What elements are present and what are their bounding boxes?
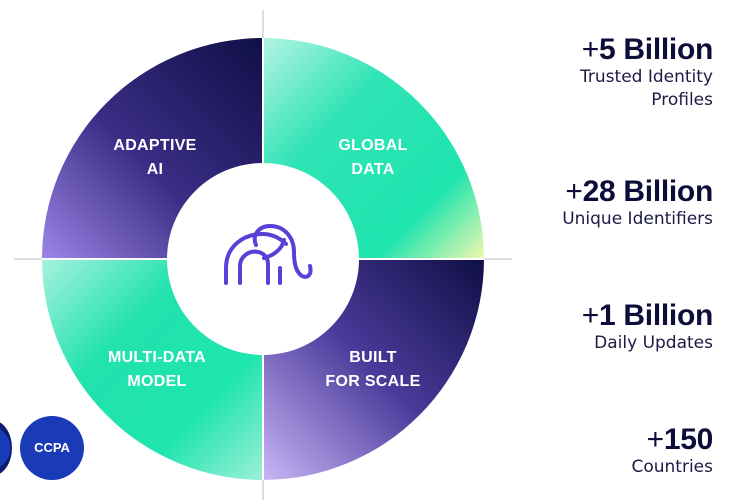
segment-label-line: GLOBAL — [338, 137, 408, 154]
stat-description: Daily Updates — [594, 333, 713, 353]
ccpa-badge: CCPA — [20, 416, 84, 480]
segment-label-line: FOR SCALE — [325, 373, 421, 390]
stat-description: Profiles — [651, 90, 713, 110]
segment-label-line: ADAPTIVE — [113, 137, 197, 154]
stat-value: +5 Billion — [580, 33, 714, 66]
segment-label-multi-data-model: MULTI-DATA MODEL — [92, 346, 222, 394]
stat-plus: + — [565, 175, 583, 208]
compliance-seal-badge — [0, 420, 12, 476]
segment-label-built-for-scale: BUILT FOR SCALE — [308, 346, 438, 394]
elephant-icon — [224, 224, 313, 285]
segment-label-line: MULTI-DATA — [107, 349, 207, 366]
stat-description: Unique Identifiers — [562, 209, 713, 229]
stat-description: Countries — [631, 457, 713, 477]
stat-daily-updates: +1 Billion Daily Updates — [581, 299, 714, 355]
stat-value: +1 Billion — [581, 299, 714, 332]
stat-value: +150 — [631, 423, 714, 456]
stat-plus: + — [581, 33, 600, 66]
stat-unique-identifiers: +28 Billion Unique Identifiers — [562, 176, 713, 231]
stat-identity-profiles: +5 Billion Trusted Identity Profiles — [580, 34, 713, 112]
stat-number: 1 Billion — [599, 299, 713, 332]
segment-label-line: AI — [146, 161, 164, 178]
stat-countries: +150 Countries — [631, 424, 713, 479]
segment-label-global-data: GLOBAL DATA — [308, 134, 438, 182]
segment-label-line: MODEL — [127, 373, 187, 390]
stat-description: Trusted Identity — [580, 67, 713, 87]
stat-value: +28 Billion — [562, 176, 713, 208]
stat-plus: + — [646, 423, 665, 456]
segment-label-line: BUILT — [349, 349, 397, 366]
segment-label-line: DATA — [351, 161, 395, 178]
stat-plus: + — [581, 299, 600, 332]
segment-label-adaptive-ai: ADAPTIVE AI — [90, 134, 220, 182]
stat-number: 5 Billion — [599, 33, 713, 66]
stat-number: 28 Billion — [582, 175, 714, 208]
stat-number: 150 — [663, 423, 713, 456]
